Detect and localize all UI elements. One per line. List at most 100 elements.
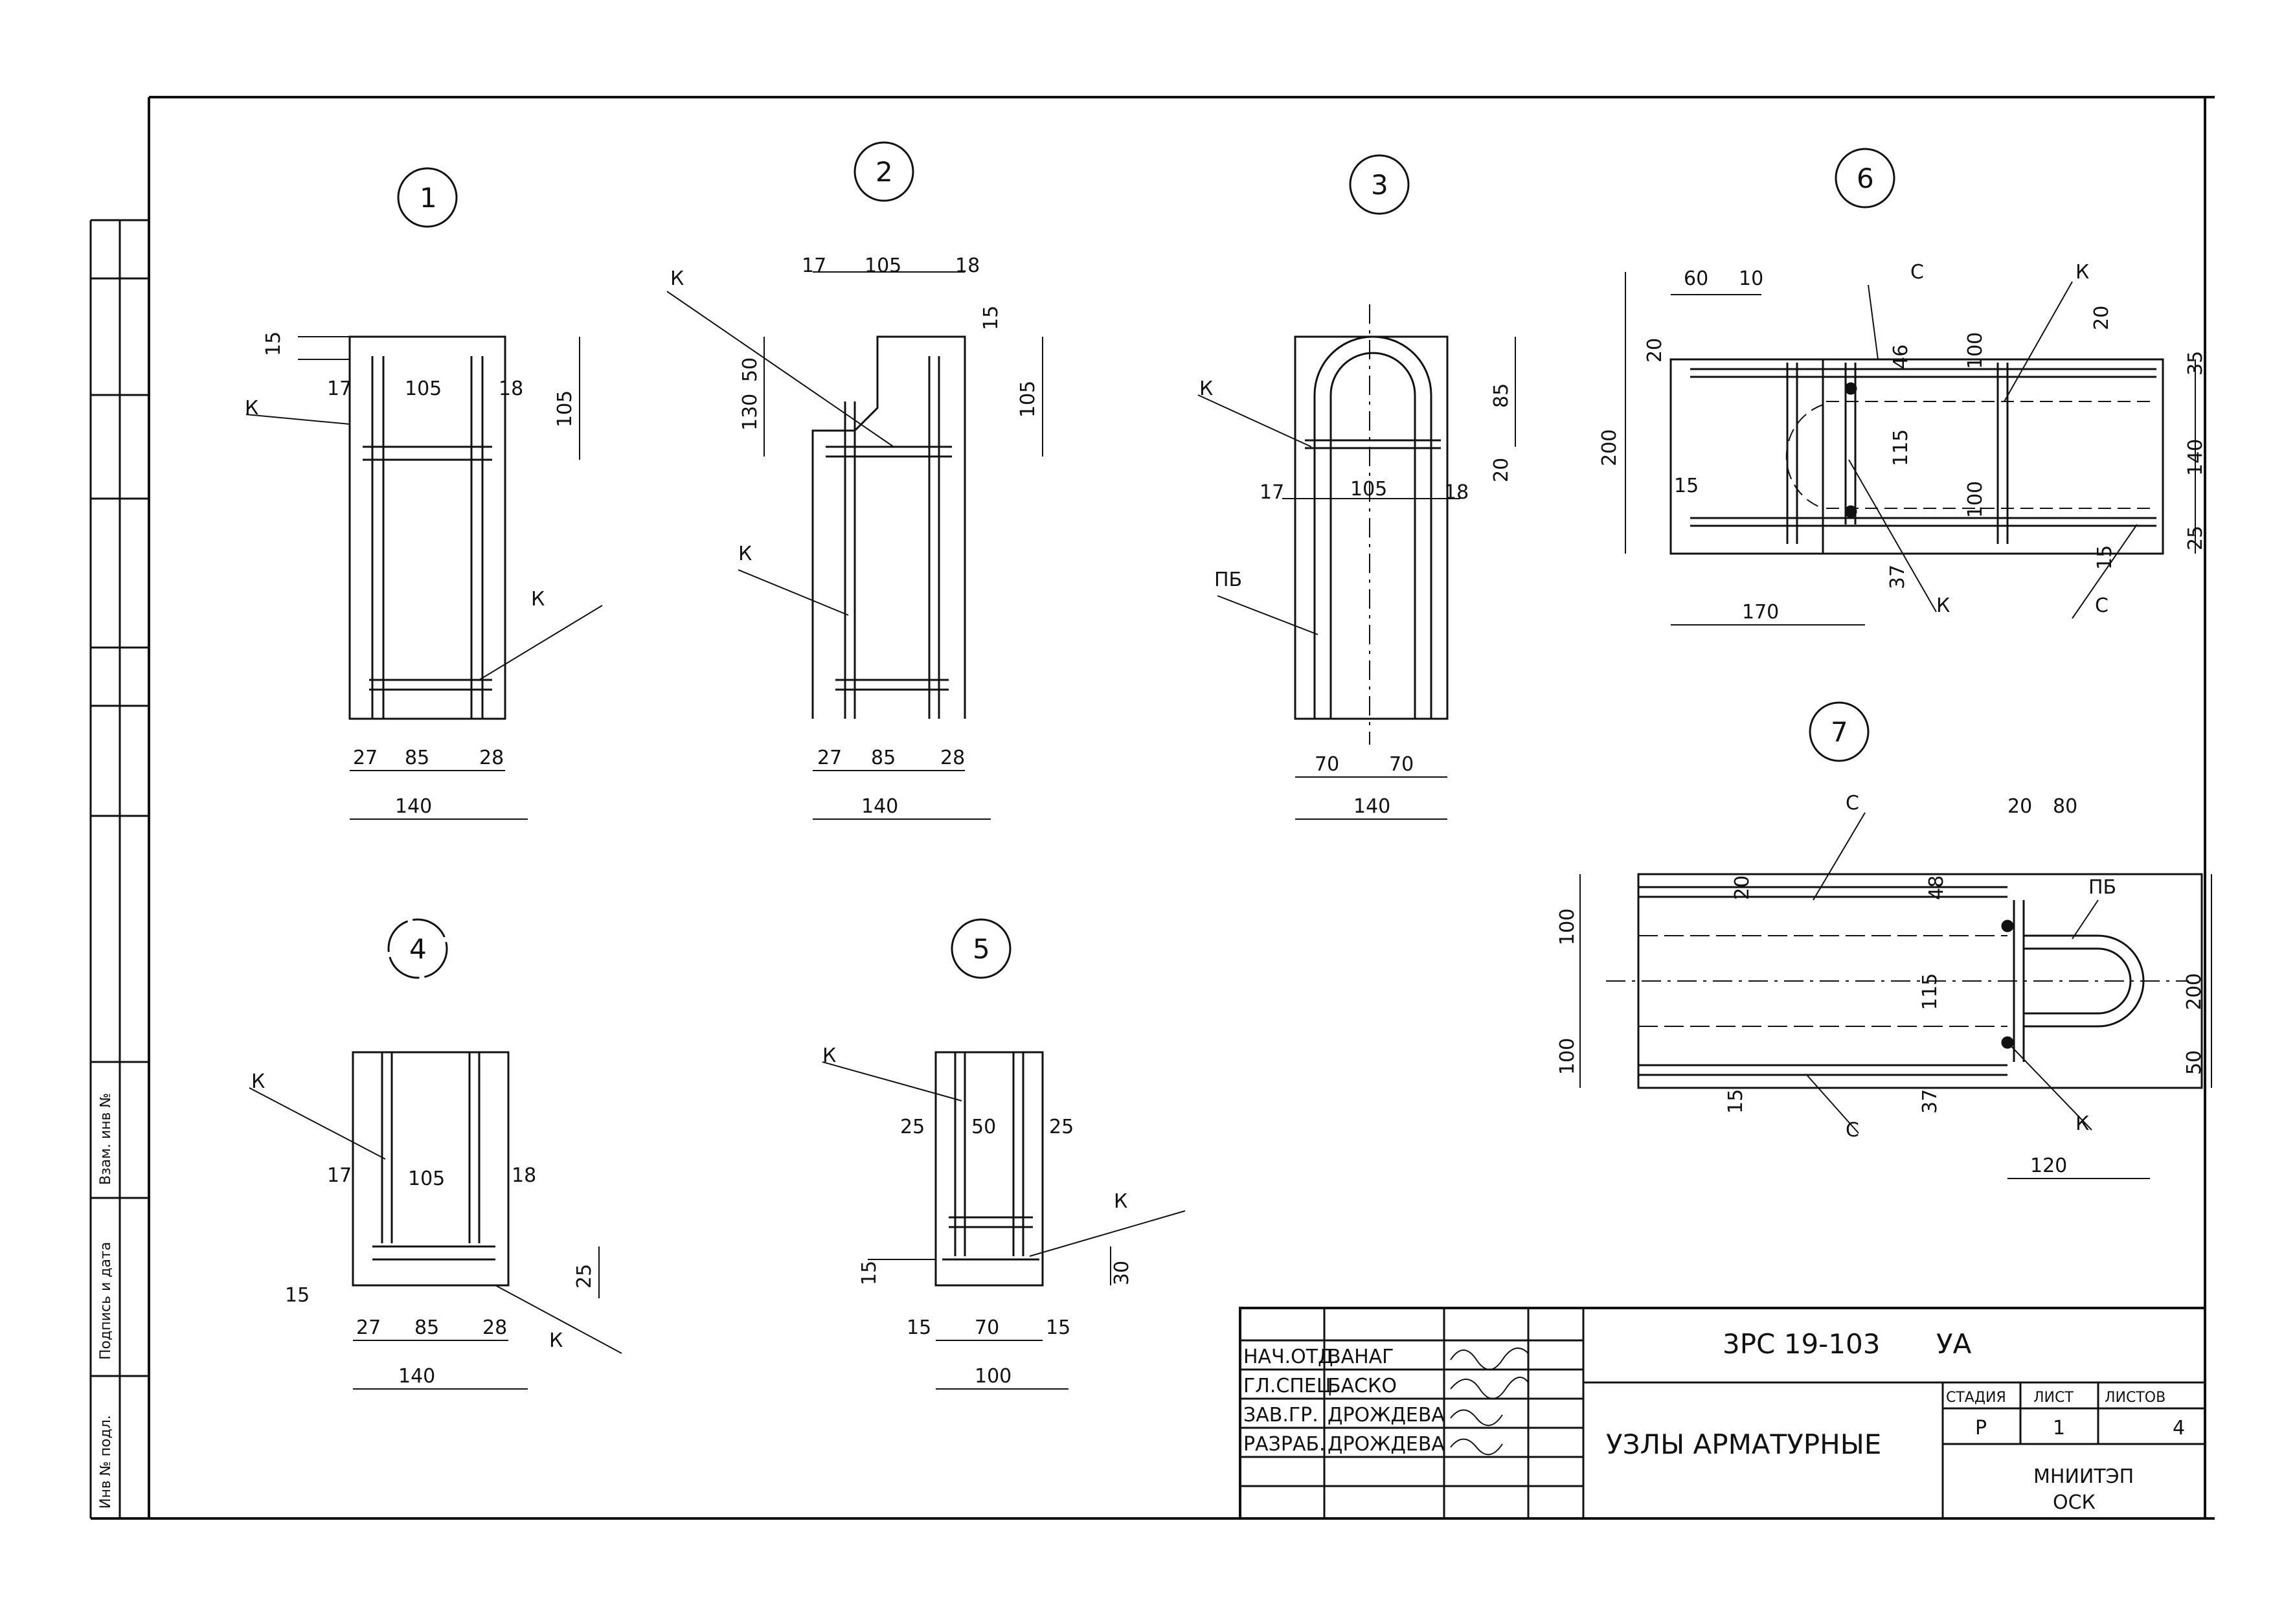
detail-3-dim-105: 105 — [1350, 478, 1387, 501]
detail-7-pb-label: ПБ — [2088, 876, 2116, 899]
detail-5-dim-100: 100 — [975, 1365, 1012, 1388]
side-inv-podl: Инв № подл. — [98, 1415, 114, 1509]
detail-6-dim-100b: 100 — [1964, 481, 1987, 518]
detail-6-dim-15b: 15 — [2094, 545, 2116, 570]
title-block: НАЧ.ОТД. ВАНАГ ГЛ.СПЕЦ. БАСКО ЗАВ.ГР. ДР… — [1239, 1307, 2206, 1520]
detail-4-k-label-b: К — [549, 1329, 563, 1352]
detail-3: 3 К ПБ 85 17 105 18 20 70 70 140 — [1197, 154, 1516, 820]
detail-7-dim-80: 80 — [2053, 795, 2077, 818]
detail-1-dim-105: 105 — [405, 378, 442, 400]
signature-scribble-3 — [1450, 1409, 1503, 1427]
stage-label: СТАДИЯ — [1946, 1390, 2006, 1406]
sign-role-3: ЗАВ.ГР. — [1243, 1404, 1318, 1427]
detail-2-k-label-b: К — [738, 543, 752, 565]
detail-1-dim-27: 27 — [353, 747, 378, 769]
detail-5-dim-50: 50 — [971, 1116, 996, 1138]
detail-2-dim-50: 50 — [739, 357, 762, 382]
detail-2: 2 К К 17 105 18 15 130 50 105 27 85 28 1… — [666, 141, 1043, 820]
detail-6-dim-20b: 20 — [2090, 306, 2113, 330]
detail-4-dim-28: 28 — [482, 1316, 507, 1339]
detail-6: 6 С К К С 60 10 20 46 100 20 35 200 — [1598, 148, 2207, 626]
detail-6-number: 6 — [1857, 163, 1874, 194]
detail-3-dim-20: 20 — [1490, 458, 1513, 482]
detail-5-dim-15a: 15 — [907, 1316, 931, 1339]
sign-name-4: ДРОЖДЕВА — [1328, 1433, 1445, 1456]
detail-1-k-label-a: К — [245, 397, 258, 420]
detail-1-dim-18: 18 — [499, 378, 523, 400]
detail-6-dim-200: 200 — [1598, 429, 1621, 466]
detail-6-dim-25: 25 — [2184, 526, 2207, 550]
detail-7-number: 7 — [1831, 716, 1848, 748]
detail-3-dim-70a: 70 — [1315, 753, 1339, 776]
detail-1-dim-105v: 105 — [554, 390, 576, 427]
sign-name-2: БАСКО — [1328, 1375, 1397, 1397]
sheet-suffix: УА — [1936, 1328, 1972, 1360]
detail-7-dim-20b: 20 — [1731, 875, 1754, 900]
detail-7-dim-100b: 100 — [1556, 1038, 1579, 1075]
detail-3-dim-70b: 70 — [1389, 753, 1414, 776]
detail-1-dim-85: 85 — [405, 747, 429, 769]
detail-1-dim-17: 17 — [327, 378, 352, 400]
detail-3-dim-18: 18 — [1444, 481, 1469, 504]
detail-5: 5 К К 25 50 25 15 30 15 70 15 100 — [822, 918, 1186, 1390]
detail-3-k-label: К — [1199, 378, 1213, 400]
detail-5-dim-15b: 15 — [1046, 1316, 1070, 1339]
detail-4-dim-140: 140 — [398, 1365, 435, 1388]
side-podpis: Подпись и дата — [98, 1242, 114, 1360]
sheet-code: 3РС 19-103 — [1723, 1328, 1881, 1360]
detail-6-dim-20a: 20 — [1644, 338, 1666, 363]
detail-6-dim-60: 60 — [1684, 267, 1708, 290]
sheet-label: ЛИСТ — [2033, 1390, 2074, 1406]
detail-2-dim-18: 18 — [955, 254, 980, 277]
detail-5-number: 5 — [973, 933, 990, 965]
detail-1-dim-140: 140 — [395, 795, 432, 818]
stage-value: Р — [1975, 1417, 1987, 1439]
detail-7-dim-50: 50 — [2183, 1050, 2206, 1075]
sign-role-1: НАЧ.ОТД. — [1243, 1346, 1339, 1368]
detail-1-dim-28: 28 — [479, 747, 504, 769]
sign-role-2: ГЛ.СПЕЦ. — [1243, 1375, 1338, 1397]
org-line-2: ОСК — [2053, 1491, 2096, 1514]
detail-2-dim-85: 85 — [871, 747, 896, 769]
detail-7-dim-37: 37 — [1919, 1089, 1941, 1114]
detail-2-dim-15: 15 — [980, 306, 1002, 330]
detail-5-k-label-a: К — [822, 1044, 836, 1067]
detail-4-dim-17: 17 — [327, 1164, 352, 1187]
detail-6-dim-35: 35 — [2184, 351, 2207, 376]
detail-5-k-label-b: К — [1114, 1190, 1127, 1213]
detail-2-dim-27: 27 — [817, 747, 842, 769]
detail-5-dim-25a: 25 — [900, 1116, 925, 1138]
detail-3-dim-140: 140 — [1353, 795, 1390, 818]
detail-7-dim-48: 48 — [1925, 875, 1948, 900]
detail-7-dim-100a: 100 — [1556, 908, 1579, 945]
org-line-1: МНИИТЭП — [2033, 1465, 2134, 1488]
detail-4-k-label-a: К — [251, 1070, 265, 1093]
detail-4-number: 4 — [409, 933, 427, 965]
detail-4-dim-15: 15 — [285, 1284, 310, 1307]
detail-1-k-label-b: К — [531, 588, 545, 611]
detail-4-dim-18: 18 — [512, 1164, 536, 1187]
sign-name-3: ДРОЖДЕВА — [1328, 1404, 1445, 1427]
sign-name-1: ВАНАГ — [1328, 1346, 1394, 1368]
detail-2-dim-105: 105 — [865, 254, 901, 277]
detail-1: 1 К К 15 105 17 105 18 27 85 28 140 — [245, 167, 603, 820]
detail-1-number: 1 — [420, 182, 437, 214]
signature-scribble-2 — [1450, 1377, 1529, 1399]
detail-3-pb-label: ПБ — [1214, 569, 1242, 591]
detail-7-dim-15: 15 — [1724, 1089, 1747, 1114]
detail-6-dim-170: 170 — [1742, 601, 1779, 624]
detail-4-dim-27: 27 — [356, 1316, 381, 1339]
detail-3-dim-85: 85 — [1490, 383, 1513, 408]
detail-6-c-label-b: С — [2095, 594, 2109, 617]
detail-7-dim-20a: 20 — [2007, 795, 2032, 818]
detail-7-c-label-b: С — [1846, 1119, 1859, 1142]
sign-role-4: РАЗРАБ. — [1243, 1433, 1326, 1456]
sheets-value: 4 — [2173, 1417, 2185, 1439]
detail-3-dim-17: 17 — [1260, 481, 1284, 504]
detail-6-dim-140: 140 — [2184, 439, 2207, 476]
detail-5-dim-30: 30 — [1111, 1261, 1133, 1285]
detail-5-dim-15v: 15 — [858, 1261, 881, 1285]
detail-2-dim-130: 130 — [739, 394, 762, 431]
detail-7-c-label-a: С — [1846, 792, 1859, 815]
detail-4-dim-85: 85 — [414, 1316, 439, 1339]
